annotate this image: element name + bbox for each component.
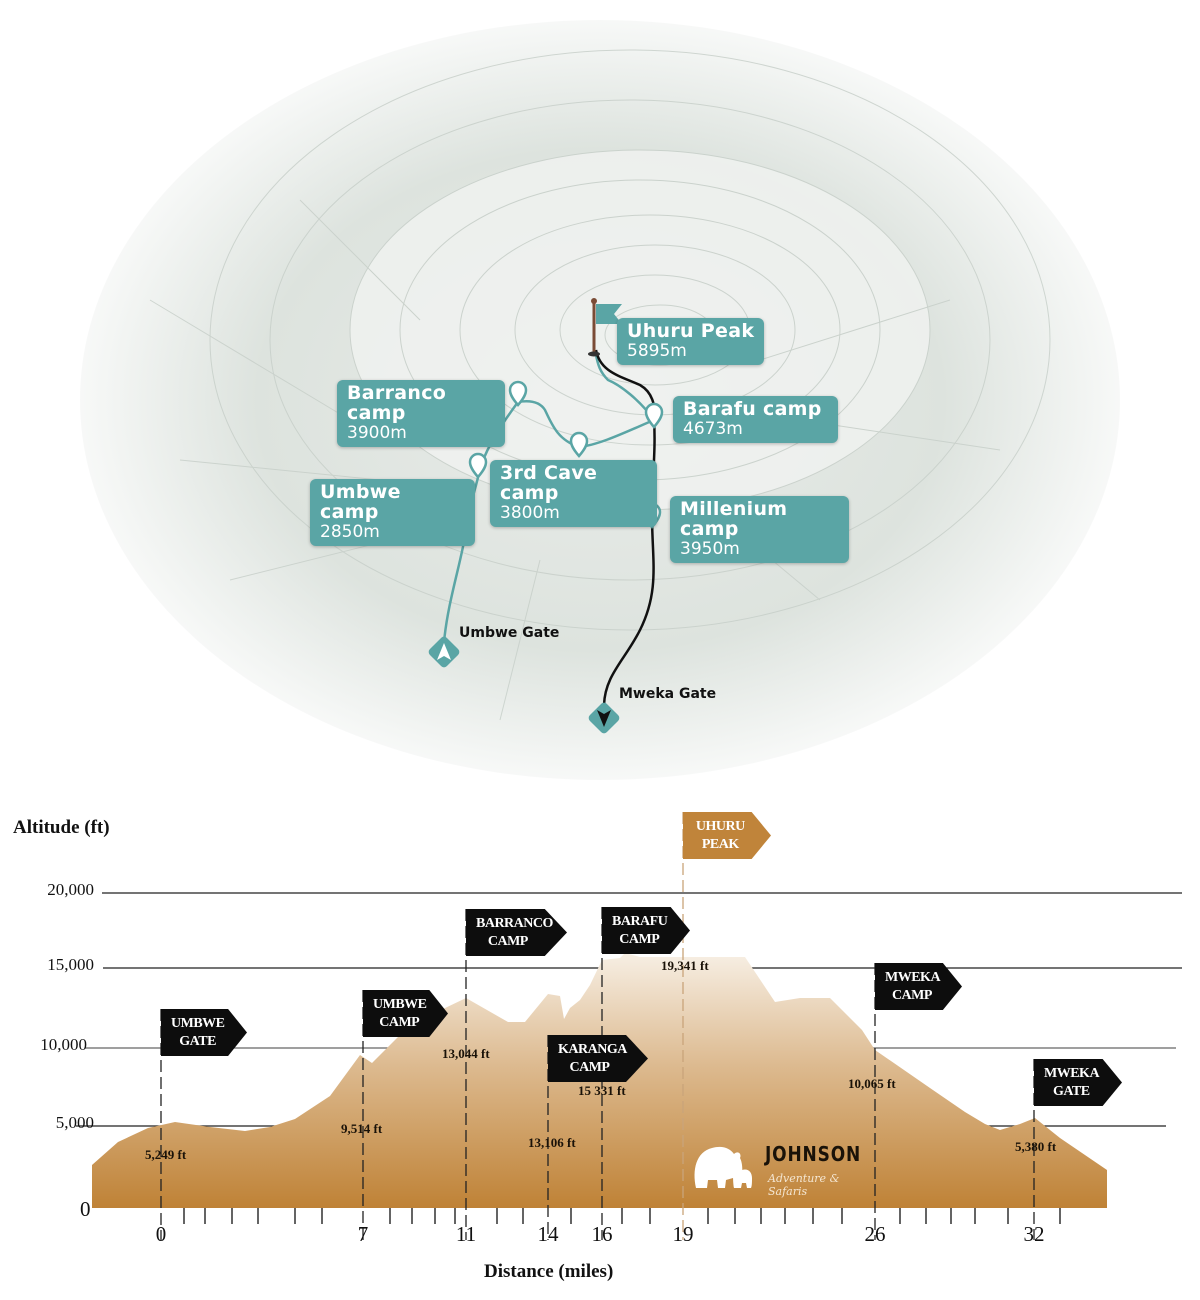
x-tick-label: 7	[357, 1222, 369, 1246]
flag-label-line: PEAK	[701, 836, 739, 852]
pin-icon-barafu	[644, 402, 664, 429]
waypoint-flag: UMBWE GATE	[161, 1009, 247, 1056]
label-mweka-gate: Mweka Gate	[619, 686, 717, 702]
pin-icon-3rd-cave	[569, 431, 589, 458]
flag-label-line: CAMP	[569, 1059, 611, 1075]
mweka-gate-icon	[588, 702, 620, 734]
flag-label-line: UMBWE	[171, 1015, 225, 1031]
pin-icon-umbwe	[468, 452, 488, 479]
altitude-value-label: 19,341 ft	[661, 958, 709, 973]
flag-label-line: CAMP	[379, 1014, 420, 1030]
waypoint-flag: MWEKA GATE	[1034, 1059, 1122, 1106]
flag-label-line: GATE	[1052, 1083, 1090, 1099]
label-barafu-camp: Barafu camp 4673m	[673, 396, 838, 443]
y-tick-label: 10,000	[40, 1035, 87, 1054]
camp-name: Umbwe camp	[320, 481, 401, 523]
label-umbwe-camp: Umbwe camp 2850m	[310, 479, 475, 546]
waypoint-flag: KARANGA CAMP	[548, 1035, 648, 1082]
waypoint-flag: UHURU PEAK	[683, 812, 771, 859]
flag-label-line: UHURU	[695, 818, 745, 834]
flag-label-line: MWEKA	[1044, 1065, 1100, 1081]
umbwe-gate-icon	[428, 636, 460, 668]
flag-label-line: MWEKA	[885, 969, 941, 985]
label-umbwe-gate: Umbwe Gate	[459, 625, 560, 641]
altitude-value-label: 9,514 ft	[341, 1121, 383, 1136]
flag-label-line: KARANGA	[558, 1041, 627, 1057]
label-millenium-camp: Millenium camp 3950m	[670, 496, 849, 563]
y-tick-label: 20,000	[47, 880, 94, 899]
camp-name: Millenium camp	[680, 498, 788, 540]
camp-altitude: 3800m	[500, 503, 560, 523]
altitude-value-label: 5,249 ft	[145, 1147, 187, 1162]
y-axis-label: Altitude (ft)	[13, 817, 110, 838]
pin-icon-barranco	[508, 380, 528, 407]
altitude-value-label: 10,065 ft	[848, 1076, 896, 1091]
flag-label-line: CAMP	[619, 931, 660, 947]
x-tick-label: 26	[864, 1222, 886, 1246]
camp-altitude: 3950m	[680, 539, 740, 559]
x-tick-label: 11	[455, 1222, 477, 1246]
camp-name: 3rd Cave camp	[500, 462, 598, 504]
x-tick-label: 14	[537, 1222, 559, 1246]
johnson-logo: JOHNSON Adventure & Safaris	[690, 1138, 880, 1198]
x-tick-label: 16	[591, 1222, 613, 1246]
flag-label-line: GATE	[179, 1033, 216, 1049]
waypoint-flag: BARAFU CAMP	[602, 907, 690, 954]
camp-name: Barafu camp	[683, 398, 822, 420]
label-uhuru-peak: Uhuru Peak 5895m	[617, 318, 765, 365]
terrain-background	[80, 20, 1120, 780]
y-tick-label: 15,000	[47, 955, 94, 974]
logo-tagline: Adventure & Safaris	[768, 1172, 840, 1198]
x-tick-label: 0	[155, 1222, 167, 1246]
altitude-value-label: 13,044 ft	[442, 1046, 490, 1061]
waypoint-flag: BARRANCO CAMP	[466, 909, 567, 956]
waypoint-flag: UMBWE CAMP	[363, 990, 448, 1037]
altitude-value-label: 13,106 ft	[528, 1135, 576, 1150]
camp-name: Barranco camp	[347, 382, 447, 424]
elephant-logo-icon	[694, 1146, 752, 1188]
route-map: Uhuru Peak 5895m Barranco camp 3900m Bar…	[80, 20, 1120, 780]
flag-label-line: BARRANCO	[476, 915, 553, 931]
y-tick-label: 5,000	[55, 1113, 94, 1132]
flag-label-line: UMBWE	[373, 996, 427, 1012]
x-minor-ticks	[183, 1208, 1061, 1224]
altitude-value-label: 5,380 ft	[1015, 1139, 1057, 1154]
x-tick-label: 32	[1023, 1222, 1045, 1246]
x-tick-label: 19	[672, 1222, 694, 1246]
label-barranco-camp: Barranco camp 3900m	[337, 380, 505, 447]
flag-label-line: BARAFU	[612, 913, 668, 929]
y-tick-label: 0	[80, 1197, 91, 1221]
camp-altitude: 4673m	[683, 419, 743, 439]
summit-altitude: 5895m	[627, 341, 687, 361]
camp-altitude: 3900m	[347, 423, 407, 443]
x-axis-label: Distance (miles)	[484, 1261, 614, 1282]
altitude-profile-chart: Altitude (ft) Distance (miles) 0 5,000 10,…	[0, 800, 1200, 1300]
summit-name: Uhuru Peak	[627, 320, 755, 342]
logo-brand: JOHNSON	[765, 1142, 862, 1166]
label-3rd-cave-camp: 3rd Cave camp 3800m	[490, 460, 657, 527]
flag-label-line: CAMP	[487, 933, 528, 949]
altitude-value-label: 15 331 ft	[578, 1083, 626, 1098]
summit-flag-icon	[588, 298, 622, 357]
camp-altitude: 2850m	[320, 522, 380, 542]
flag-label-line: CAMP	[891, 987, 932, 1003]
waypoint-flag: MWEKA CAMP	[875, 963, 962, 1010]
